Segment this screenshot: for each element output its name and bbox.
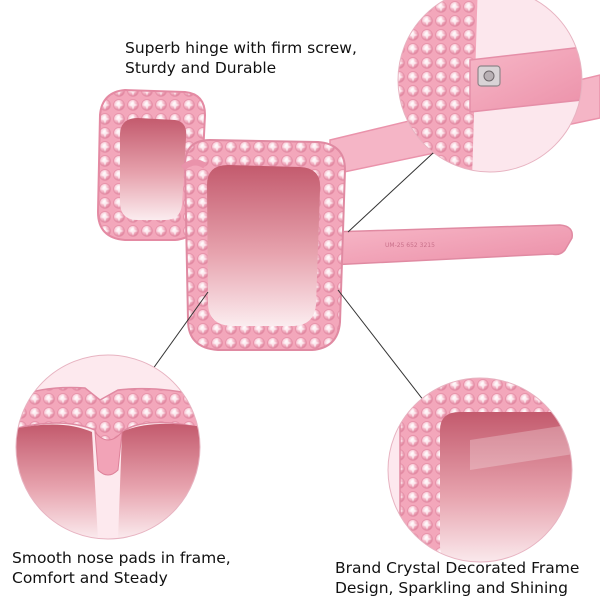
bridge (180, 159, 207, 171)
front-temple (329, 224, 573, 266)
nose-pad-caption-line-2: Comfort and Steady (12, 569, 168, 587)
crystal-zoom-circle (387, 377, 573, 563)
hinge-caption: Superb hinge with firm screw, Sturdy and… (125, 38, 357, 78)
hinge-caption-line-2: Sturdy and Durable (125, 59, 277, 77)
hinge-zoom-circle (397, 0, 583, 173)
crystal-caption-line-1: Brand Crystal Decorated Frame (335, 559, 580, 577)
crystal-caption: Brand Crystal Decorated Frame Design, Sp… (335, 558, 579, 598)
crystal-caption-line-2: Design, Sparkling and Shining (335, 579, 568, 597)
main-sunglasses: UM-25 652 3215 (96, 74, 600, 351)
right-lens (207, 165, 321, 326)
nose-pad-caption-line-1: Smooth nose pads in frame, (12, 549, 231, 567)
nose-pad-zoom-circle (15, 354, 201, 540)
nose-pad-caption: Smooth nose pads in frame, Comfort and S… (12, 548, 231, 588)
temple-imprint: UM-25 652 3215 (385, 242, 435, 249)
left-lens (120, 118, 187, 220)
hinge-caption-line-1: Superb hinge with firm screw, (125, 39, 357, 57)
